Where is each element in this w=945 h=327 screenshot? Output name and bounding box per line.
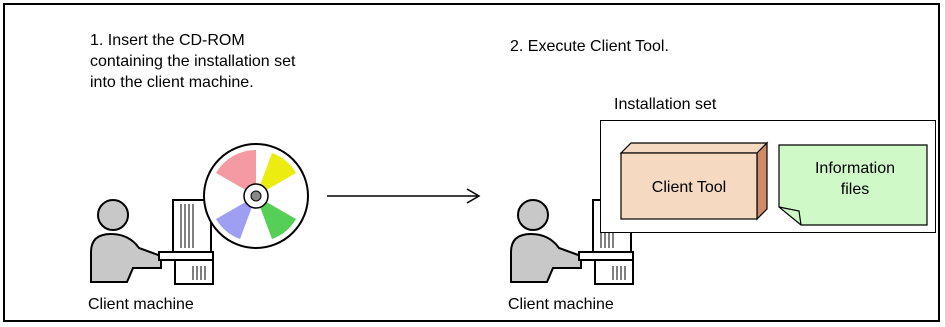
information-files-doc: Information files <box>778 144 928 226</box>
cd-rom-icon <box>203 143 309 249</box>
diagram-frame <box>3 3 940 322</box>
client-tool-box: Client Tool <box>619 141 769 221</box>
client-tool-label: Client Tool <box>652 179 726 196</box>
info-files-line1: Information <box>815 160 895 177</box>
right-machine-label: Client machine <box>508 296 614 313</box>
user-icon <box>510 199 582 283</box>
user-icon <box>90 199 162 283</box>
installation-set-title: Installation set <box>614 96 717 113</box>
installation-set-contents: Client Tool Information files <box>619 141 928 226</box>
info-files-line2: files <box>841 181 869 198</box>
left-machine-label: Client machine <box>88 296 194 313</box>
installation-set-box: Client Tool Information files <box>600 120 936 233</box>
left-client-machine <box>90 199 214 285</box>
arrow-icon <box>327 188 481 204</box>
step-1-text: 1. Insert the CD-ROM containing the inst… <box>90 32 296 91</box>
step-2-text: 2. Execute Client Tool. <box>510 38 669 55</box>
